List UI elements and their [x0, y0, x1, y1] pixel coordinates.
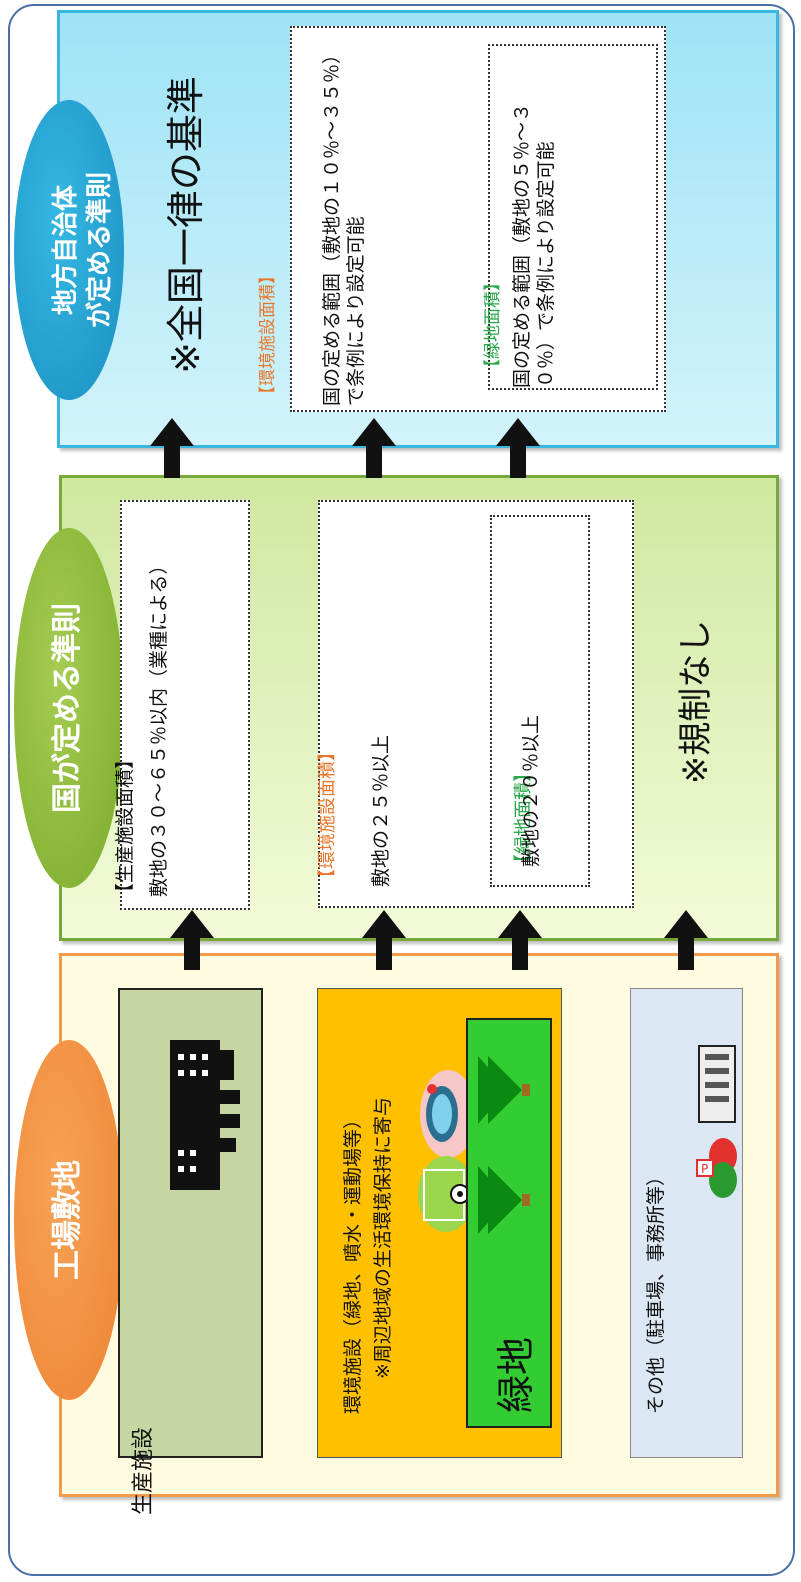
arrow-up-icon — [498, 910, 542, 970]
local-green-title: 【緑地面積】 — [483, 274, 503, 376]
nation-prod-title: 【生産施設面積】 — [114, 749, 136, 902]
tree-icon — [478, 1056, 530, 1124]
local-government-label: 地方自治体 が定める準則 — [51, 172, 115, 329]
office-building-icon — [698, 1045, 736, 1123]
national-label: 国が定める準則 — [50, 603, 85, 813]
arrow-up-icon — [496, 418, 540, 478]
local-green-body: 国の定める範囲（敷地の５％～３０％）で条例により設定可能 — [511, 102, 557, 388]
national-label-ellipse: 国が定める準則 — [14, 528, 124, 888]
arrow-up-icon — [150, 418, 194, 478]
local-government-label-ellipse: 地方自治体 が定める準則 — [14, 100, 124, 400]
local-env-body: 国の定める範囲（敷地の１０％～３５％）で条例により設定可能 — [321, 44, 367, 406]
nation-green-body: 敷地の２０％以上 — [520, 714, 542, 867]
environment-facility-label: 環境施設（緑地、噴水・運動場等） — [342, 1109, 364, 1414]
production-facility-label: 生産施設 — [131, 1426, 156, 1515]
no-regulation-wrap: ※規制なし — [668, 552, 716, 852]
national-uniform-text: ※全国一律の基準 — [164, 76, 208, 374]
factory-label: 工場敷地 — [50, 1160, 85, 1280]
nation-green-box: 【緑地面積】 敷地の２０％以上 — [490, 515, 590, 887]
factory-label-ellipse: 工場敷地 — [14, 1040, 124, 1400]
environment-facility-note: ※周辺地域の生活環境保持に寄与 — [372, 1097, 394, 1379]
nation-env-body: 敷地の２５％以上 — [370, 734, 392, 887]
parking-car-icon: P — [696, 1138, 737, 1198]
nation-env-title: 【環境施設面積】 — [317, 743, 338, 887]
arrow-up-icon — [170, 910, 214, 970]
factory-icon — [170, 1040, 240, 1190]
local-green-box: 【緑地面積】 国の定める範囲（敷地の５％～３０％）で条例により設定可能 — [483, 44, 658, 390]
arrow-up-icon — [664, 910, 708, 970]
arrow-up-icon — [362, 910, 406, 970]
no-regulation-text: ※規制なし — [676, 619, 716, 785]
nation-prod-body: 敷地の３０～６５％以内（業種による） — [148, 555, 170, 897]
national-uniform-text-wrap: ※全国一律の基準 — [155, 25, 208, 425]
tree-icon — [478, 1166, 530, 1234]
production-facility-box: 生産施設 — [118, 988, 263, 1515]
svg-text:P: P — [701, 1162, 708, 1176]
arrow-up-icon — [352, 418, 396, 478]
green-area-label: 緑地 — [494, 1337, 538, 1414]
green-area-box: 緑地 — [466, 1018, 552, 1428]
other-facility-label: その他（駐車場、事務所等） — [645, 1166, 667, 1414]
other-facility-box: その他（駐車場、事務所等） P — [630, 988, 743, 1458]
fountain-icon — [420, 1070, 476, 1158]
soccer-field-icon — [418, 1156, 474, 1232]
nation-prod-box: 【生産施設面積】 敷地の３０～６５％以内（業種による） — [114, 500, 250, 910]
local-env-title: 【環境施設面積】 — [258, 267, 278, 403]
